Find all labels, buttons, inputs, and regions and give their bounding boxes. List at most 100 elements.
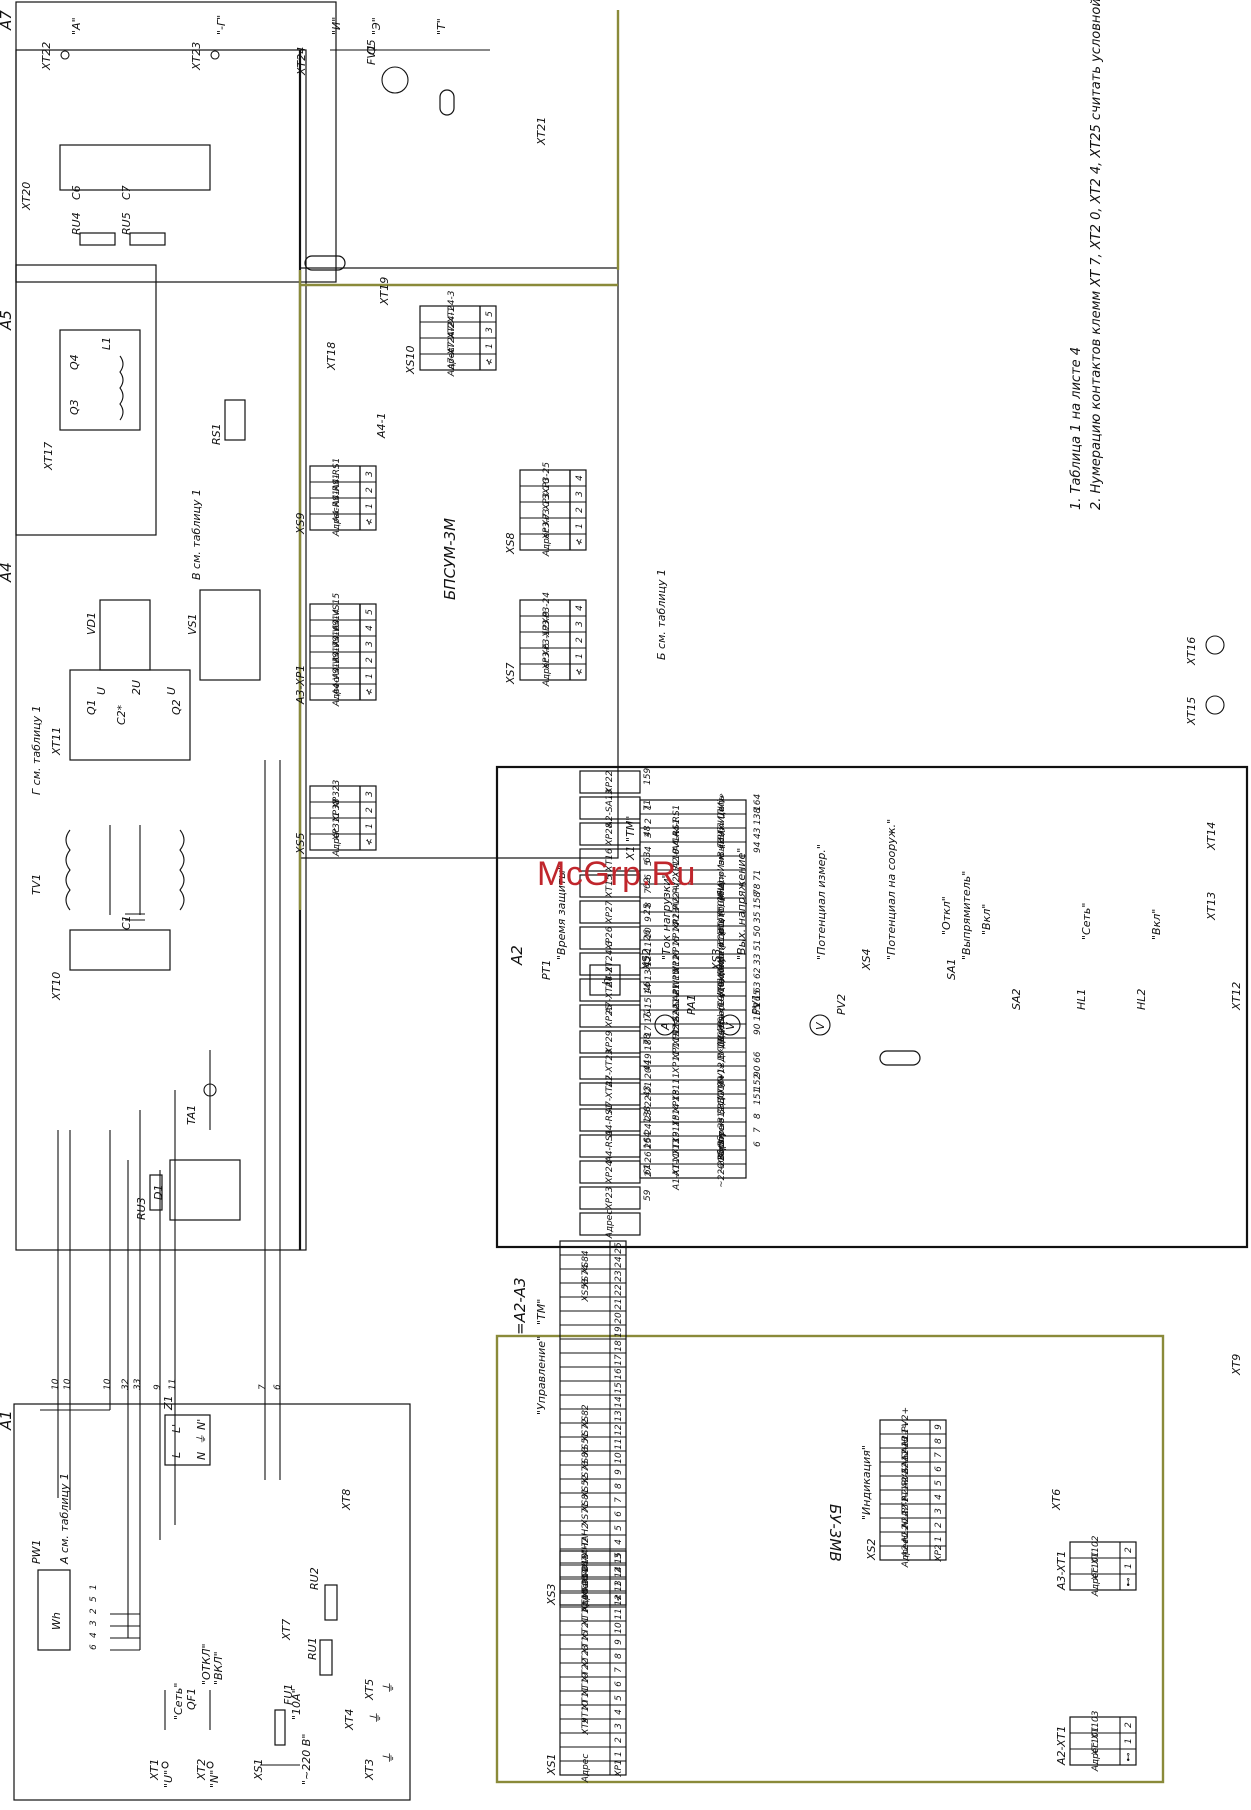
frame-bpsum (299, 267, 619, 859)
bu-cell: XP1 (614, 1759, 624, 1777)
xt13-label: XT13 (1205, 892, 1218, 921)
bu-cell: 2 (614, 1737, 624, 1743)
i-terminal: "И" (330, 17, 343, 35)
l1-label: L1 (100, 337, 113, 350)
ru3-varistor (149, 1174, 163, 1211)
bu-cell: 9 (614, 1469, 624, 1475)
x1-cell: 25 (644, 1137, 654, 1149)
xt21-label: XT21 (535, 117, 548, 146)
svg-text:U: U (95, 687, 108, 695)
x1-cell: XP16 (672, 949, 682, 973)
wire-label: 138 (753, 808, 763, 825)
x1-cell: Дверь (ТС) (717, 992, 727, 1044)
block-a4-label: A4 (0, 562, 15, 583)
bu-cell: 8 (614, 1483, 624, 1489)
x1-cell: 26 (644, 1151, 654, 1163)
wire-label: 159 (643, 768, 653, 785)
bu-cell: 7 (614, 1497, 624, 1503)
table-title: XS8 (504, 532, 517, 555)
vd1-bridge (99, 599, 151, 671)
bu-cell: 3 (614, 1723, 624, 1729)
x1-cell: 14 (644, 983, 654, 995)
x1-cell: 9 (644, 916, 654, 922)
x1-title: X1 "ТМ" (624, 816, 637, 861)
x1-cell: «Напр. вх. (ТР)» (717, 825, 727, 900)
xt22-label: XT22 (40, 42, 53, 71)
x1-cell: «Неиспр. (ТС)» (717, 912, 727, 982)
pot-meas-label: "Потенциал измер." (815, 844, 828, 960)
x1-cell: «Обрыв ЗЗ (ТС)» (717, 1076, 727, 1154)
bridge-q3q4 (59, 329, 141, 431)
bu-cell: ⊷ (1124, 1578, 1134, 1587)
xt7-label: XT7 (280, 1619, 293, 1641)
svg-text:10: 10 (51, 1378, 61, 1390)
bu-cell: 11 (614, 1608, 624, 1619)
bu-title: XS1 (545, 1753, 558, 1776)
fu1-fuse (274, 1709, 286, 1746)
wire-label: 43 (643, 1085, 653, 1097)
e-terminal: "Э" (370, 17, 383, 35)
pw1-label: PW1 (30, 1539, 43, 1564)
bu-cell: XT103 (1091, 1710, 1101, 1740)
fv1-arrester (381, 66, 409, 94)
rs1-shunt (224, 399, 246, 441)
table-cell: ≮ (575, 668, 585, 676)
table-cell: XP3-24 (542, 592, 552, 625)
x1-cell: «Сеть (ТС)» (717, 891, 727, 946)
g-terminal: "-Г" (215, 15, 228, 35)
svg-text:5: 5 (89, 1596, 99, 1602)
x1-cell: Корпус (717, 1126, 727, 1160)
svg-text:V: V (814, 1021, 827, 1030)
bu-cell: 4 (614, 1709, 624, 1715)
bu-cell: XS71 (581, 1502, 591, 1526)
x1-cell: 13 (644, 969, 654, 981)
x1-cell: XP13 (672, 907, 682, 931)
volt-label: "Вых. напряжение" (735, 848, 748, 960)
svg-text:U: U (165, 687, 178, 695)
wire-label: 138 (643, 1106, 653, 1123)
table-cell: Адрес (542, 528, 552, 558)
svg-text:6: 6 (89, 1644, 99, 1650)
bu-cell: 3 (934, 1508, 944, 1514)
z1-filter (164, 1414, 211, 1466)
table-cell: A4-VS16 (332, 625, 342, 664)
xt23-label: XT23 (190, 42, 203, 71)
bu-cell: A4-D14 (581, 1567, 591, 1602)
table-cell: 1 (365, 673, 375, 679)
bu-cell: 2 (614, 1567, 624, 1573)
bu-cell: XS52 (581, 1474, 591, 1499)
bu-cell: 8 (614, 1653, 624, 1659)
panel-cell: XT16 (605, 848, 615, 872)
xt8-label: XT8 (340, 1489, 353, 1511)
bu-cell: 6 (934, 1466, 944, 1472)
svg-text:h: h (600, 978, 613, 985)
bu-cell: Адрес (581, 1584, 591, 1614)
bu-cell: 10 (614, 1622, 624, 1634)
table-cell: 1 (365, 823, 375, 829)
wire-label: 63 (643, 851, 653, 863)
x1-cell: A2-SA21 (672, 998, 682, 1037)
table-cell: XP38 (332, 798, 342, 822)
bu-cell: XT101 (1091, 1727, 1101, 1757)
bu-cell: 13 (614, 1580, 624, 1592)
xt11-label: XT11 (50, 727, 63, 756)
wire-label: 90 (753, 1023, 763, 1035)
table-cell: Адрес (332, 828, 342, 858)
wire-label: 51 (753, 940, 763, 951)
x1-cell: XP18 (672, 1089, 682, 1113)
table-cell: 1 (365, 503, 375, 509)
q2-label: Q2 (170, 699, 183, 715)
block-a1-label: A1 (0, 1410, 15, 1431)
table-cell: A4-RS1 (332, 490, 342, 524)
pa1-label: PA1 (685, 994, 698, 1015)
qf1-set: "Сеть" (172, 1683, 185, 1720)
q3-label: Q3 (68, 399, 81, 415)
table-cell: ≮ (365, 518, 375, 526)
table-cell: ≮ (485, 358, 495, 366)
x1-cell: A4-RS1 (672, 805, 682, 839)
ru1-varistor (319, 1639, 333, 1676)
pot-str-label: "Потенциал на сооруж." (885, 819, 898, 960)
